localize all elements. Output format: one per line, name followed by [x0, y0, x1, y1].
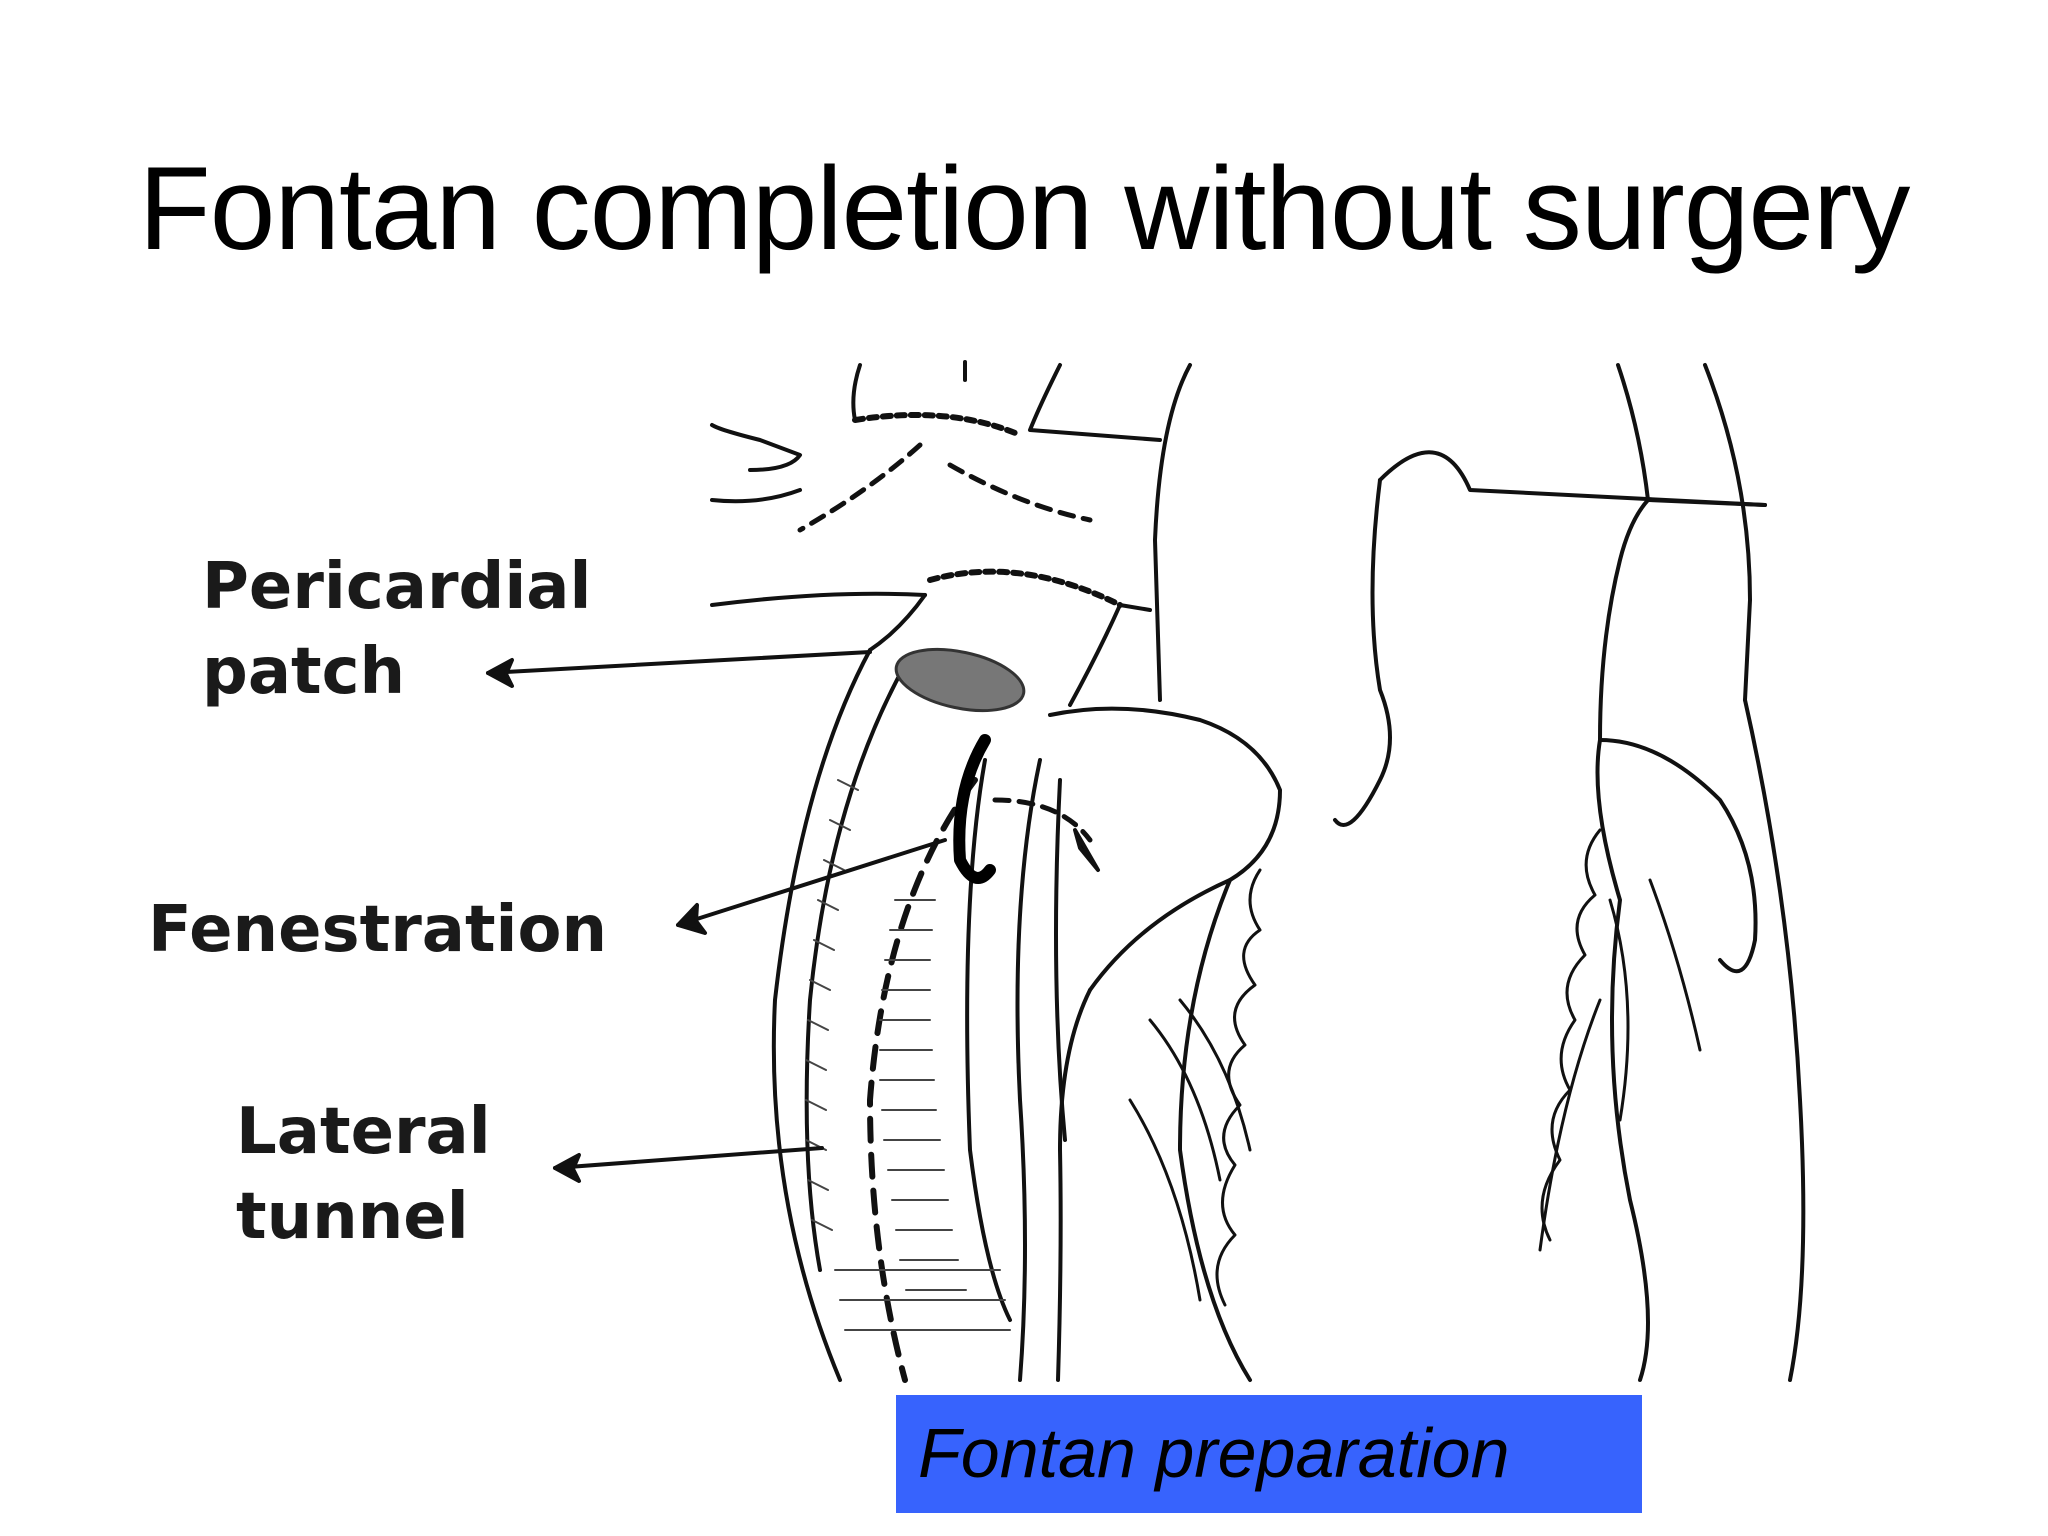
coronary-right-branches — [1538, 878, 1702, 1252]
pulmonary-artery-right — [1118, 603, 1152, 612]
aorta-right-edge — [1703, 363, 1752, 702]
lateral-tunnel-label-line1: Lateral — [236, 1095, 491, 1169]
coronary-right — [1540, 828, 1602, 1242]
right-atrium-outer — [771, 648, 872, 1382]
vessel-top-left — [851, 363, 862, 422]
flow-arrow-left — [797, 442, 923, 533]
lateral-tunnel-baffle — [867, 777, 978, 1383]
left-ventricle-curve — [1178, 878, 1252, 1382]
pericardial-patch-label-line2: patch — [202, 635, 406, 709]
svc-junction — [868, 593, 927, 652]
pulmonary-left-branch — [710, 488, 802, 504]
aortic-arch-bottom — [1646, 498, 1767, 507]
aortic-root-right — [1598, 498, 1650, 742]
tunnel-hatching — [805, 779, 1011, 1331]
fenestration-shape — [953, 734, 996, 884]
ventricle-inner-wall — [1015, 758, 1042, 1382]
fenestration-label: Fenestration — [148, 893, 607, 967]
fenestration-flow — [992, 797, 1093, 843]
arrow-pericardial-patch — [486, 650, 872, 675]
pericardial-patch-label-line1: Pericardial — [202, 550, 592, 624]
rv-lobe — [1598, 738, 1758, 974]
lateral-tunnel-outer — [804, 663, 907, 1272]
upper-vessel-outline — [710, 423, 802, 472]
slide-title: Fontan completion without surgery — [138, 143, 1911, 275]
lateral-tunnel-inner — [965, 758, 1012, 1322]
pulmonary-artery-left — [710, 591, 927, 607]
aorta-left-wall — [1153, 363, 1192, 702]
fenestration-flow-head — [1073, 828, 1100, 872]
flow-arrow-right — [947, 462, 1093, 523]
rv-outer — [1595, 738, 1650, 1382]
lower-suture — [927, 568, 1123, 608]
upper-suture — [852, 412, 1023, 438]
pericardial-patch-shape — [894, 647, 1026, 713]
coronary-left-branches — [1128, 998, 1252, 1302]
arrow-fenestration — [676, 838, 947, 927]
coronary-left — [1215, 868, 1262, 1307]
arrowhead-lateral-tunnel — [553, 1153, 581, 1183]
septum — [1056, 988, 1092, 1382]
aorta-descending — [1333, 478, 1392, 827]
arrowhead-pericardial-patch — [486, 658, 514, 688]
arrowhead-fenestration — [676, 903, 707, 935]
vessel-top-right — [1028, 363, 1162, 442]
caption-text: Fontan preparation — [918, 1414, 1510, 1492]
arrow-lateral-tunnel — [553, 1146, 824, 1170]
aorta-right-wall — [1616, 363, 1650, 502]
rv-wall-right — [1743, 698, 1806, 1382]
ventricle-top — [1048, 706, 1282, 992]
lateral-tunnel-label-line2: tunnel — [236, 1180, 469, 1254]
svc-junction-right — [1068, 603, 1122, 707]
caption-box: Fontan preparation — [896, 1395, 1642, 1513]
aortic-arch-top — [1378, 450, 1767, 507]
